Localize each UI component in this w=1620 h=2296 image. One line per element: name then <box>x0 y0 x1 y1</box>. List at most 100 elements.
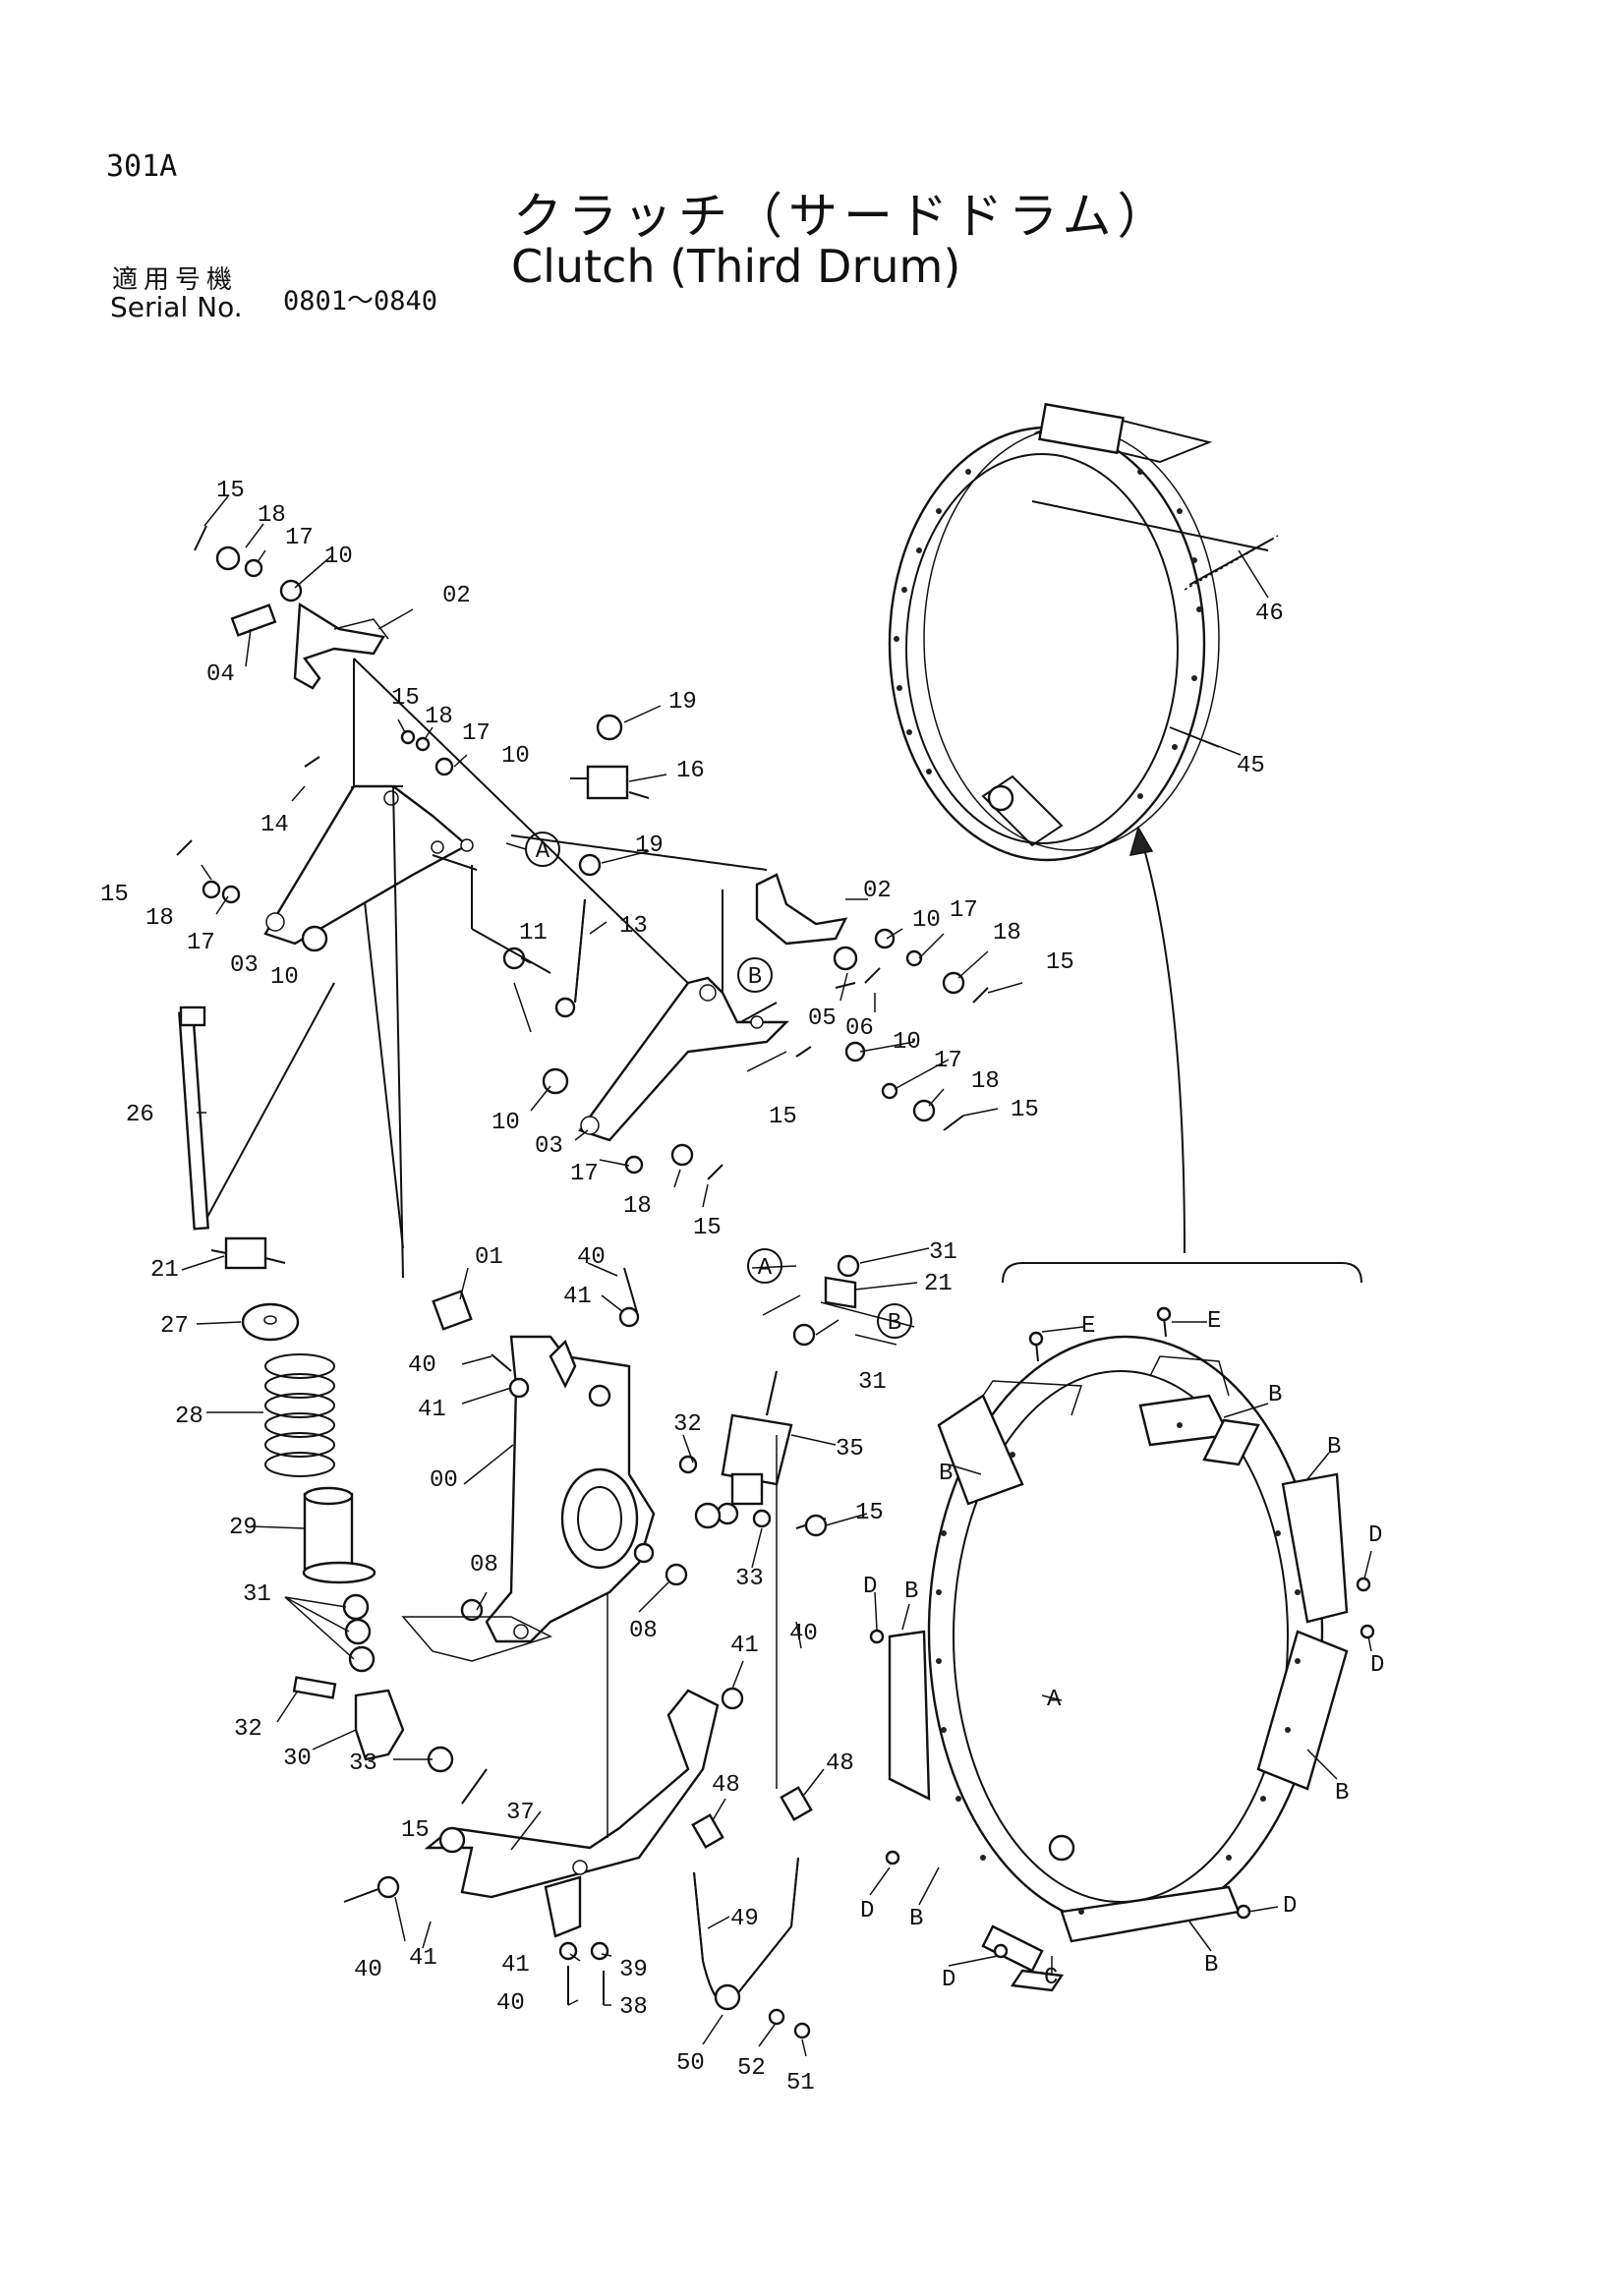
callout-B: B <box>909 1906 923 1932</box>
callout-10: 10 <box>912 907 941 934</box>
callout-27: 27 <box>160 1313 189 1340</box>
callout-17: 17 <box>570 1161 599 1187</box>
callout-18: 18 <box>971 1068 1000 1095</box>
callout-A: A <box>1047 1687 1062 1713</box>
callout-15: 15 <box>693 1215 722 1241</box>
callout-E: E <box>1081 1313 1095 1340</box>
callout-33: 33 <box>349 1751 377 1777</box>
callout-08: 08 <box>470 1552 498 1578</box>
callout-30: 30 <box>283 1746 312 1772</box>
serial-label: Serial No. <box>110 291 243 323</box>
callout-11: 11 <box>519 920 548 947</box>
callout-labels: 15 18 17 10 02 04 15 18 17 10 19 16 14 1… <box>100 478 1384 2096</box>
callout-21: 21 <box>924 1271 953 1297</box>
callout-35: 35 <box>836 1436 864 1463</box>
callout-40: 40 <box>577 1244 606 1271</box>
callout-03: 03 <box>535 1133 563 1160</box>
svg-text:B: B <box>888 1310 901 1337</box>
clutch-lining-detail-drawing <box>869 1306 1375 1992</box>
callout-03: 03 <box>230 952 259 979</box>
page-code: 301A <box>106 149 178 184</box>
callout-15: 15 <box>216 478 245 504</box>
callout-32: 32 <box>673 1411 702 1438</box>
callout-04: 04 <box>206 661 235 688</box>
callout-18: 18 <box>258 502 286 529</box>
callout-B: B <box>939 1461 953 1487</box>
callout-08: 08 <box>629 1618 658 1644</box>
callout-40: 40 <box>789 1621 818 1647</box>
callout-41: 41 <box>418 1397 446 1423</box>
callout-B: B <box>1204 1952 1218 1979</box>
callout-14: 14 <box>260 812 289 838</box>
callout-18: 18 <box>623 1193 652 1220</box>
callout-00: 00 <box>430 1467 458 1494</box>
svg-text:A: A <box>758 1255 773 1282</box>
svg-text:B: B <box>748 964 762 991</box>
callout-19: 19 <box>668 689 697 716</box>
leader-lines <box>181 495 1372 2057</box>
callout-D: D <box>1370 1652 1384 1679</box>
callout-15: 15 <box>1011 1097 1039 1123</box>
callout-17: 17 <box>462 720 491 747</box>
callout-15: 15 <box>100 882 129 908</box>
callout-46: 46 <box>1255 601 1284 627</box>
callout-02: 02 <box>863 878 892 904</box>
callout-10: 10 <box>492 1110 520 1136</box>
callout-50: 50 <box>676 2050 705 2077</box>
callout-48: 48 <box>826 1751 854 1777</box>
callout-13: 13 <box>619 913 648 940</box>
svg-text:A: A <box>536 838 550 865</box>
circle-tag-B-upper: B <box>737 957 773 993</box>
callout-D: D <box>860 1898 874 1924</box>
callout-17: 17 <box>950 897 978 924</box>
callout-32: 32 <box>234 1716 262 1743</box>
callout-18: 18 <box>993 920 1021 947</box>
callout-18: 18 <box>425 704 453 730</box>
callout-33: 33 <box>735 1566 764 1592</box>
reference-arrow <box>1139 834 1186 1254</box>
callout-18: 18 <box>145 905 174 932</box>
callout-26: 26 <box>126 1102 154 1128</box>
callout-41: 41 <box>563 1284 592 1310</box>
page-title-japanese: クラッチ（サードドラム） <box>513 188 1173 245</box>
linkage-drawing <box>176 525 989 2039</box>
callout-49: 49 <box>730 1906 759 1932</box>
callout-10: 10 <box>893 1029 921 1056</box>
callout-15: 15 <box>769 1104 797 1130</box>
callout-28: 28 <box>175 1404 203 1430</box>
callout-41: 41 <box>409 1945 437 1972</box>
clutch-band-drawing <box>888 402 1279 862</box>
callout-37: 37 <box>506 1800 535 1826</box>
serial-label-japanese: 適用号機 <box>112 265 239 295</box>
callout-31: 31 <box>929 1239 957 1266</box>
callout-17: 17 <box>187 930 215 956</box>
callout-B: B <box>1268 1382 1282 1408</box>
callout-15: 15 <box>391 685 420 712</box>
callout-10: 10 <box>501 743 530 770</box>
callout-01: 01 <box>475 1244 503 1271</box>
callout-B: B <box>904 1578 918 1605</box>
callout-15: 15 <box>401 1817 430 1844</box>
serial-range: 0801～0840 <box>283 286 438 316</box>
callout-02: 02 <box>442 583 471 609</box>
callout-17: 17 <box>285 525 314 551</box>
callout-40: 40 <box>496 1990 525 2017</box>
callout-D: D <box>863 1574 877 1600</box>
callout-29: 29 <box>229 1515 258 1541</box>
circle-tag-B-lower: B <box>877 1303 912 1339</box>
callout-10: 10 <box>270 964 299 991</box>
callout-19: 19 <box>635 832 664 859</box>
callout-17: 17 <box>934 1048 962 1074</box>
callout-E: E <box>1207 1308 1221 1335</box>
callout-21: 21 <box>150 1257 179 1284</box>
callout-10: 10 <box>324 544 353 570</box>
callout-B: B <box>1335 1780 1349 1807</box>
callout-D: D <box>1368 1522 1382 1549</box>
circle-tag-A-upper: A <box>525 832 560 867</box>
callout-16: 16 <box>676 758 705 784</box>
callout-31: 31 <box>858 1369 887 1396</box>
callout-41: 41 <box>501 1952 530 1979</box>
callout-C: C <box>1044 1965 1058 1991</box>
callout-41: 41 <box>730 1633 759 1659</box>
callout-15: 15 <box>1046 949 1074 976</box>
